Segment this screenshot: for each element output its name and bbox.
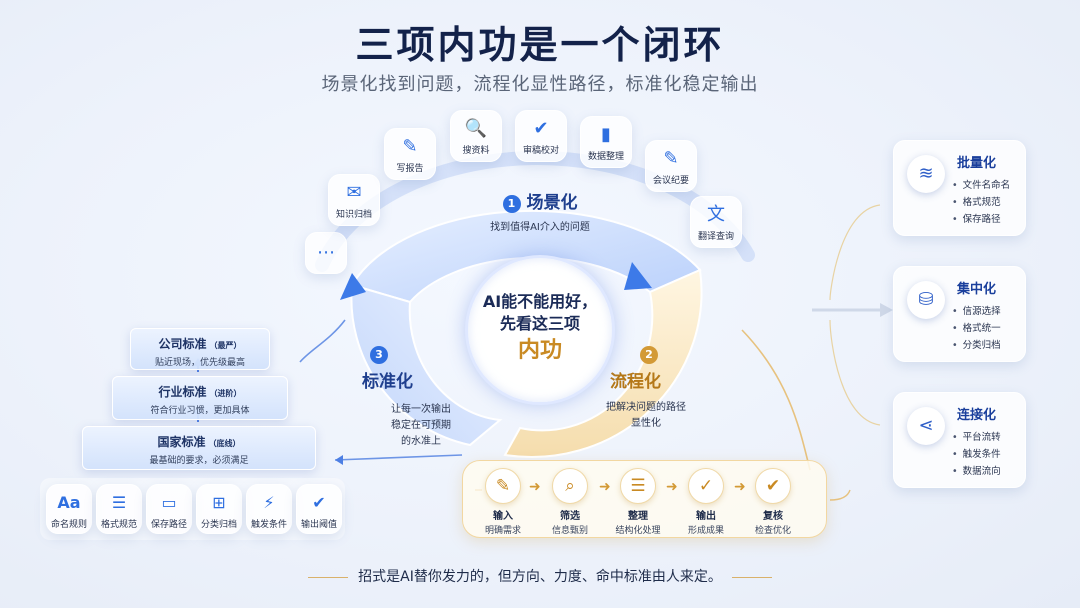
section-desc-line: 稳定在可预期 bbox=[391, 419, 451, 431]
share-icon: ⋖ bbox=[907, 407, 945, 445]
tool-proofread[interactable]: ✔ 审稿校对 bbox=[515, 110, 567, 162]
section-title: 场景化 bbox=[526, 193, 578, 213]
flow-step-filter[interactable]: ⌕ 筛选 信息甄别 bbox=[540, 468, 600, 536]
check-box-icon: ✓ bbox=[688, 468, 724, 504]
section-title: 标准化 bbox=[362, 371, 413, 392]
tool-translate[interactable]: 文 翻译查询 bbox=[690, 196, 742, 248]
pyramid-industry-standard: 行业标准（进阶） 符合行业习惯，更加具体 bbox=[112, 376, 288, 420]
center-line-1: AI能不能用好， bbox=[482, 292, 598, 311]
pyramid-desc: 符合行业习惯，更加具体 bbox=[150, 406, 250, 416]
page-subtitle: 场景化找到问题，流程化显性路径，标准化稳定输出 bbox=[321, 74, 759, 95]
tool-knowledge-archive[interactable]: ✉ 知识归档 bbox=[328, 174, 380, 226]
section-desc-line: 显性化 bbox=[631, 417, 661, 429]
footer-note: 招式是AI替你发力的，但方向、力度、命中标准由人来定。 bbox=[0, 566, 1080, 586]
flow-step-organize[interactable]: ☰ 整理 结构化处理 bbox=[608, 468, 668, 536]
arrow-right-icon: ➜ bbox=[666, 479, 678, 495]
more-tools-button[interactable]: ⋯ bbox=[305, 232, 347, 274]
center-highlight: 内功 bbox=[517, 338, 562, 363]
section-title: 流程化 bbox=[610, 371, 661, 392]
pyramid-company-standard: 公司标准（最严） 贴近现场，优先级最高 bbox=[130, 328, 270, 370]
flow-step-output[interactable]: ✓ 输出 形成成果 bbox=[676, 468, 736, 536]
bar-chart-icon: ▮ bbox=[601, 124, 611, 145]
divider-right bbox=[731, 576, 772, 578]
tool-data-organize[interactable]: ▮ 数据整理 bbox=[580, 116, 632, 168]
level-tag: （最严） bbox=[209, 341, 242, 350]
standard-tool-naming-rules[interactable]: Aa 命名规则 bbox=[46, 484, 92, 534]
folder-icon: ▭ bbox=[161, 493, 177, 512]
divider-left bbox=[308, 576, 349, 578]
lightning-icon: ⚡ bbox=[263, 493, 275, 512]
process-segment bbox=[503, 268, 703, 458]
number-badge: 1 bbox=[502, 194, 521, 213]
card-title: 批量化 bbox=[957, 156, 997, 171]
list-doc-icon: ☰ bbox=[620, 468, 656, 504]
center-core: AI能不能用好， 先看这三项 内功 bbox=[465, 255, 615, 405]
number-badge: 2 bbox=[640, 345, 658, 364]
pyramid-national-standard: 国家标准（底线） 最基础的要求，必须满足 bbox=[82, 426, 316, 470]
section-process: 2 流程化 把解决问题的路径 显性化 bbox=[596, 344, 696, 432]
level-tag: （底线） bbox=[208, 439, 241, 448]
standard-tool-trigger[interactable]: ⚡ 触发条件 bbox=[246, 484, 292, 534]
section-desc-line: 的水准上 bbox=[401, 435, 441, 447]
pyramid-desc: 贴近现场，优先级最高 bbox=[154, 358, 245, 368]
section-standard: 3 标准化 让每一次输出 稳定在可预期 的水准上 bbox=[362, 344, 462, 450]
document-edit-icon: ✎ bbox=[402, 136, 418, 157]
standard-tool-save-path[interactable]: ▭ 保存路径 bbox=[146, 484, 192, 534]
number-badge: 3 bbox=[370, 345, 388, 364]
section-desc-line: 把解决问题的路径 bbox=[606, 401, 686, 413]
tool-meeting-notes[interactable]: ✎ 会议纪要 bbox=[645, 140, 697, 192]
card-title: 连接化 bbox=[957, 408, 997, 423]
level-tag: （进阶） bbox=[209, 389, 242, 398]
capability-card-centralize[interactable]: ⛁ 集中化 信源选择 格式统一 分类归档 bbox=[893, 266, 1026, 362]
filter-search-icon: ⌕ bbox=[552, 468, 588, 504]
flow-step-input[interactable]: ✎ 输入 明确需求 bbox=[473, 468, 533, 536]
flow-step-review[interactable]: ✔ 复核 检查优化 bbox=[743, 468, 803, 536]
process-flow-panel: ✎ 输入 明确需求 ➜ ⌕ 筛选 信息甄别 ➜ ☰ 整理 结构化处理 ➜ ✓ 输… bbox=[462, 460, 827, 538]
translate-icon: 文 bbox=[707, 204, 725, 225]
standard-tool-threshold[interactable]: ✔ 输出阈值 bbox=[296, 484, 342, 534]
input-doc-icon: ✎ bbox=[485, 468, 521, 504]
tool-search[interactable]: 🔍 搜资料 bbox=[450, 110, 502, 162]
grid-icon: ⊞ bbox=[212, 493, 226, 512]
layers-icon: ≋ bbox=[907, 155, 945, 193]
standard-segment bbox=[350, 283, 503, 447]
database-icon: ⛁ bbox=[907, 281, 945, 319]
page-title: 三项内功是一个闭环 bbox=[355, 23, 725, 67]
arrow-right-icon: ➜ bbox=[599, 479, 611, 495]
section-desc: 找到值得AI介入的问题 bbox=[490, 222, 590, 233]
standard-tool-categorize[interactable]: ⊞ 分类归档 bbox=[196, 484, 242, 534]
card-title: 集中化 bbox=[957, 282, 997, 297]
standard-tool-format-spec[interactable]: ☰ 格式规范 bbox=[96, 484, 142, 534]
section-scene: 1 场景化 找到值得AI介入的问题 bbox=[440, 188, 640, 236]
arrow-right-icon: ➜ bbox=[734, 479, 746, 495]
clipboard-check-icon: ✔ bbox=[755, 468, 791, 504]
shield-icon: ✔ bbox=[312, 493, 326, 512]
calendar-edit-icon: ✎ bbox=[663, 148, 679, 169]
capability-card-batch[interactable]: ≋ 批量化 文件名命名 格式规范 保存路径 bbox=[893, 140, 1026, 236]
mail-icon: ✉ bbox=[346, 182, 362, 203]
tool-write-report[interactable]: ✎ 写报告 bbox=[384, 128, 436, 180]
document-icon: ☰ bbox=[111, 493, 127, 512]
search-icon: 🔍 bbox=[464, 118, 488, 139]
arrow-right-icon: ➜ bbox=[529, 479, 541, 495]
shield-check-icon: ✔ bbox=[533, 118, 549, 139]
pyramid-desc: 最基础的要求，必须满足 bbox=[149, 456, 249, 466]
center-line-2: 先看这三项 bbox=[499, 314, 580, 333]
capability-card-connect[interactable]: ⋖ 连接化 平台流转 触发条件 数据流向 bbox=[893, 392, 1026, 488]
section-desc-line: 让每一次输出 bbox=[391, 403, 451, 415]
font-icon: Aa bbox=[57, 493, 81, 512]
ellipsis-icon: ⋯ bbox=[317, 242, 335, 263]
